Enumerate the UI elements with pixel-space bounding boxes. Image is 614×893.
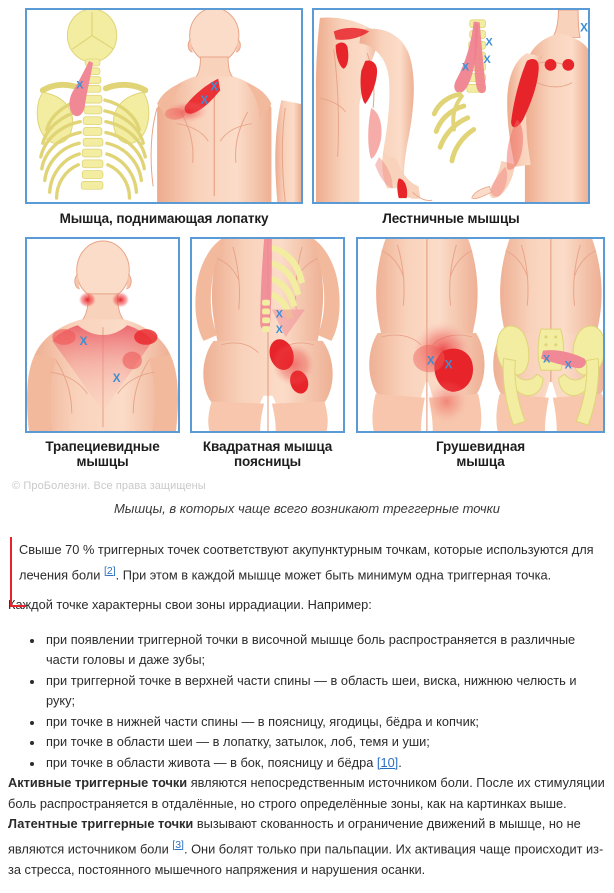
figure-caption: Мышцы, в которых чаще всего возникают тр…: [113, 501, 501, 516]
caption-levator-scapulae: Мышца, поднимающая лопатку: [59, 211, 269, 226]
scalene-illustration: X X X: [314, 10, 588, 202]
back-torso-graphic: X X: [150, 10, 272, 202]
trigger-point-marker: X: [80, 335, 88, 348]
list-item: при появлении триггерной точки в височно…: [44, 630, 606, 671]
latent-points-text-rest: . Они болят только при пальпации. Их акт…: [8, 841, 604, 877]
reference-link-3[interactable]: [3]: [172, 838, 184, 851]
right-body-graphic: X: [471, 10, 588, 202]
zone-text-before: при точке в области живота — в бок, пояс…: [46, 754, 377, 770]
figure-row-top: X: [0, 0, 614, 204]
caption-trapezius-line2: мышцы: [76, 454, 129, 469]
piriformis-illustration: X X: [358, 239, 603, 431]
piriformis-body-left: X X: [369, 239, 485, 431]
quote-bracket-accent: [10, 537, 26, 607]
panel-scalene: X X X: [312, 8, 590, 204]
muscle-highlight: [69, 60, 94, 117]
cervical-skeleton-graphic: X X X: [431, 19, 494, 164]
piriformis-body-right: X X: [493, 239, 603, 431]
panel-trapezius: X X: [25, 237, 180, 433]
trigger-point-figure: X: [0, 0, 614, 516]
list-item: при точке в области шеи — в лопатку, зат…: [44, 732, 606, 753]
list-item-with-reference: при точке в области живота — в бок, пояс…: [44, 753, 606, 774]
caption-piriformis-line2: мышца: [456, 454, 505, 469]
reference-link-10[interactable]: [10]: [376, 754, 399, 770]
latent-points-term: Латентные триггерные точки: [8, 816, 194, 832]
left-body-graphic: [315, 17, 433, 202]
panel-quadratus-lumborum: X X: [190, 237, 345, 433]
zone-text-after: .: [398, 754, 402, 770]
trigger-point-marker: X: [276, 308, 284, 320]
quote-text-before: Свыше 70 % триггерных точек соответствую…: [19, 542, 594, 582]
caption-piriformis: Грушевидная мышца: [356, 439, 605, 469]
lead-paragraph: Каждой точке характерны свои зоны ирради…: [8, 597, 372, 613]
caption-trapezius: Трапециевидные мышцы: [25, 439, 180, 469]
trigger-point-marker: X: [210, 80, 218, 93]
active-points-paragraph: Активные триггерные точки являются непос…: [8, 773, 606, 814]
figure-row-top-captions: Мышца, поднимающая лопатку Лестничные мы…: [0, 204, 614, 226]
trigger-point-marker: X: [543, 353, 551, 365]
latent-points-paragraph: Латентные триггерные точки вызывают сков…: [8, 814, 606, 880]
caption-ql-line1: Квадратная мышца: [202, 439, 333, 454]
caption-piriformis-line1: Грушевидная: [435, 439, 526, 454]
reference-link-2[interactable]: [2]: [103, 564, 116, 577]
caption-quadratus-lumborum: Квадратная мышца поясницы: [190, 439, 345, 469]
trigger-point-marker: X: [580, 22, 588, 35]
trigger-point-marker: X: [427, 354, 435, 367]
trigger-point-marker: X: [485, 36, 493, 48]
caption-scalene: Лестничные мышцы: [382, 211, 520, 226]
irradiation-zones-list: при появлении триггерной точки в височно…: [8, 630, 606, 774]
quadratus-lumborum-illustration: X X: [192, 239, 343, 431]
list-item: при точке в нижней части спины — в поясн…: [44, 712, 606, 733]
trigger-point-marker: X: [462, 62, 470, 74]
active-points-term: Активные триггерные точки: [8, 775, 188, 791]
trapezius-illustration: X X: [27, 239, 178, 431]
trigger-point-marker: X: [113, 372, 121, 385]
quote-text-after: . При этом в каждой мышце может быть мин…: [115, 566, 552, 582]
copyright-notice: © ПроБолезни. Все права защищены: [12, 480, 206, 492]
highlight-quote: Свыше 70 % триггерных точек соответствую…: [8, 535, 606, 607]
panel-piriformis: X X: [356, 237, 605, 433]
active-points-text: являются непосредственным источником бол…: [8, 775, 605, 811]
trigger-point-marker: X: [565, 359, 573, 371]
article-body: Свыше 70 % триггерных точек соответствую…: [0, 535, 614, 880]
caption-trapezius-line1: Трапециевидные: [45, 439, 160, 454]
trigger-point-marker: X: [76, 79, 84, 91]
figure-row-bottom-captions: Трапециевидные мышцы Квадратная мышца по…: [0, 433, 614, 469]
panel-levator-scapulae: X: [25, 8, 303, 204]
trigger-point-marker: X: [445, 358, 453, 371]
figure-row-bottom: X X: [0, 226, 614, 433]
trigger-point-marker: X: [484, 54, 492, 66]
levator-scapulae-illustration: X: [27, 10, 301, 202]
latent-points-text-mid: вызывают скованность и ограничение движе…: [8, 816, 581, 857]
pain-zone: [52, 325, 153, 412]
trigger-point-marker: X: [276, 324, 284, 336]
trigger-point-marker: X: [200, 94, 208, 107]
list-item: при триггерной точке в верхней части спи…: [44, 671, 606, 712]
caption-ql-line2: поясницы: [233, 454, 302, 469]
